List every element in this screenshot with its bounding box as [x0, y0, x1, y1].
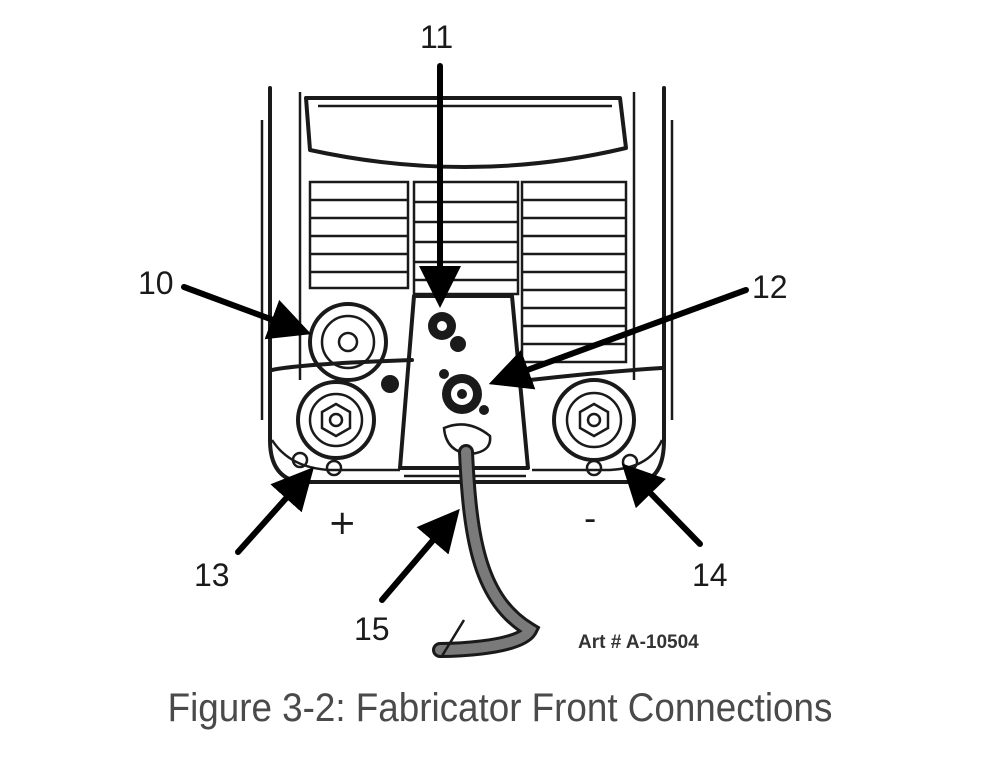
positive-terminal	[291, 380, 376, 477]
control-socket	[308, 302, 399, 393]
negative-terminal	[552, 378, 639, 477]
machine-body	[260, 86, 674, 484]
front-panel-diagram: 10 11 12 13 14 15 + - Art # A-10504	[138, 19, 788, 658]
vent-louvers	[308, 180, 628, 364]
callout-11: 11	[420, 19, 453, 55]
trigger-socket	[439, 369, 489, 415]
callout-14: 14	[692, 557, 728, 593]
gas-fitting	[428, 312, 466, 352]
left-housing	[270, 358, 414, 472]
art-number: Art # A-10504	[578, 632, 699, 653]
top-handle	[304, 96, 628, 169]
callout-10: 10	[138, 265, 174, 301]
arrow-10	[181, 284, 312, 340]
callout-15: 15	[354, 611, 390, 647]
negative-label: -	[584, 499, 596, 539]
arrow-15	[379, 508, 460, 603]
right-housing	[528, 366, 664, 472]
polarity-cable	[432, 423, 541, 658]
callout-13: 13	[194, 557, 230, 593]
positive-label: +	[328, 503, 357, 543]
callout-arrows	[181, 63, 749, 603]
arrow-13	[235, 467, 315, 555]
arrow-14	[621, 463, 703, 547]
callout-12: 12	[752, 269, 788, 305]
figure-caption: Figure 3-2: Fabricator Front Connections	[167, 686, 833, 730]
arrow-12	[488, 287, 749, 390]
